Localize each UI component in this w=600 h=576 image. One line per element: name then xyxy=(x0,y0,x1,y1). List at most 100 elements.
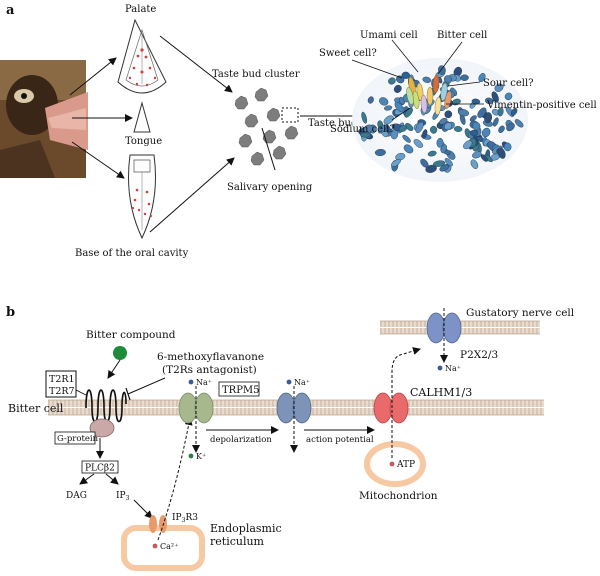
taste-bud-cell xyxy=(510,107,518,116)
t2r7-label: T2R7 xyxy=(49,386,75,397)
taste-bud-cell xyxy=(463,140,473,150)
nav-channel-right xyxy=(292,392,312,424)
palate-label: Palate xyxy=(125,4,156,15)
taste-bud-cell xyxy=(429,125,438,134)
taste-bud-cell xyxy=(374,148,386,157)
arrow-compound-receptor xyxy=(107,359,121,379)
bitter-pointer xyxy=(437,41,463,75)
taste-bud-detail xyxy=(352,58,528,182)
sodium-label: Sodium cell? xyxy=(330,124,395,135)
sour-pointer xyxy=(447,81,481,87)
taste-bud-cell xyxy=(481,127,491,138)
methoxy-label: 6-methoxyflavanone xyxy=(157,351,264,363)
mitochondrion-label: Mitochondrion xyxy=(359,490,438,502)
taste-bud-cell xyxy=(472,151,482,159)
antagonist-inhibit-line xyxy=(127,377,166,395)
arrow-atp-p2x xyxy=(391,347,421,458)
trpm5-channel-left xyxy=(178,392,198,424)
na-ion-1 xyxy=(188,379,194,385)
er-label-1: Endoplasmic xyxy=(210,522,282,535)
tongue-label: Tongue xyxy=(125,136,162,147)
ip3r3-channel-left xyxy=(149,515,157,533)
er-label-2: reticulum xyxy=(210,535,265,548)
taste-bud-cell xyxy=(443,75,453,84)
bitter-cell-label: Bitter cell xyxy=(8,402,64,415)
taste-bud-cell xyxy=(460,74,469,81)
taste-bud-cell xyxy=(504,92,513,101)
taste-bud-cell xyxy=(405,123,414,131)
taste-bud-cell xyxy=(498,125,505,133)
taste-bud-cell xyxy=(415,121,424,134)
t2r-box xyxy=(45,370,77,398)
na-label-3: Na⁺ xyxy=(445,364,461,373)
arrow-palate-cluster xyxy=(159,35,233,93)
taste-bud-cell xyxy=(413,139,423,148)
calhm-channel-left xyxy=(373,392,393,424)
taste-bud-cell xyxy=(436,137,444,148)
calhm-channel-right xyxy=(389,392,409,424)
taste-bud-cell xyxy=(427,150,437,157)
taste-bud-zoom-box xyxy=(281,107,299,123)
taste-bud-cell xyxy=(403,144,414,154)
taste-bud-cell xyxy=(514,119,524,128)
taste-bud-cell xyxy=(404,107,413,118)
p2x-channel-left xyxy=(426,312,446,344)
trpm5-channel-right xyxy=(194,392,214,424)
taste-bud-cell xyxy=(497,107,504,117)
dag-label: DAG xyxy=(66,491,87,501)
cluster-label: Taste bud cluster xyxy=(212,69,300,80)
taste-bud-cell xyxy=(384,105,393,111)
taste-bud-cell xyxy=(469,129,479,137)
salivary-label: Salivary opening xyxy=(227,182,313,193)
nav-channel-left xyxy=(276,392,296,424)
taste-bud-cell xyxy=(492,117,499,127)
taste-bud-cell xyxy=(378,124,387,134)
base-drawing xyxy=(128,154,156,240)
taste-receptor-cell xyxy=(432,74,440,94)
taste-bud-cell xyxy=(432,160,446,167)
salivary-pointer xyxy=(261,127,276,171)
taste-bud-cell xyxy=(393,84,402,93)
na-ion-3 xyxy=(437,365,443,371)
taste-receptor-cell xyxy=(426,86,434,106)
taste-bud-cell xyxy=(367,96,374,104)
g-protein-shape xyxy=(89,418,115,438)
taste-bud-cell xyxy=(484,97,494,105)
k-label: K⁺ xyxy=(196,452,206,461)
taste-bud-cell xyxy=(395,152,406,161)
bitter-compound-label: Bitter compound xyxy=(86,329,176,341)
k-ion xyxy=(188,453,194,459)
taste-bud-cell xyxy=(470,159,479,169)
gustatory-label: Gustatory nerve cell xyxy=(466,307,575,319)
arrow-base-cluster xyxy=(149,157,235,233)
taste-receptor-cell xyxy=(444,90,452,110)
arrow-plc-ip3 xyxy=(105,473,119,485)
sour-label: Sour cell? xyxy=(483,78,534,89)
taste-bud-cell xyxy=(477,107,487,118)
p2x-label: P2X2/3 xyxy=(460,349,498,361)
tongue-drawing xyxy=(133,101,151,133)
plc-box xyxy=(81,460,119,474)
taste-bud-cell xyxy=(458,109,470,117)
atp-molecule xyxy=(389,461,395,467)
taste-receptor-cell xyxy=(434,96,442,116)
taste-bud-cell xyxy=(478,73,486,82)
bitter-label: Bitter cell xyxy=(437,30,487,41)
taste-bud-cell xyxy=(469,115,477,122)
ca-ion xyxy=(152,543,158,549)
taste-bud-cell xyxy=(444,110,453,119)
depolarization-label: depolarization xyxy=(210,435,272,445)
taste-bud-cell xyxy=(491,91,499,103)
umami-pointer xyxy=(391,39,419,73)
ip3r3-label: IP3R3 xyxy=(172,513,198,524)
taste-bud-cell xyxy=(497,147,506,159)
taste-bud-cluster xyxy=(234,87,299,166)
taste-bud-cell xyxy=(444,158,453,167)
taste-bud-cell xyxy=(494,83,504,92)
taste-bud-cell xyxy=(360,132,371,138)
bitter-compound-icon xyxy=(113,346,127,360)
taste-bud-cell xyxy=(439,117,448,125)
t2r-pointer xyxy=(75,389,87,396)
taste-bud-cell xyxy=(398,125,408,132)
